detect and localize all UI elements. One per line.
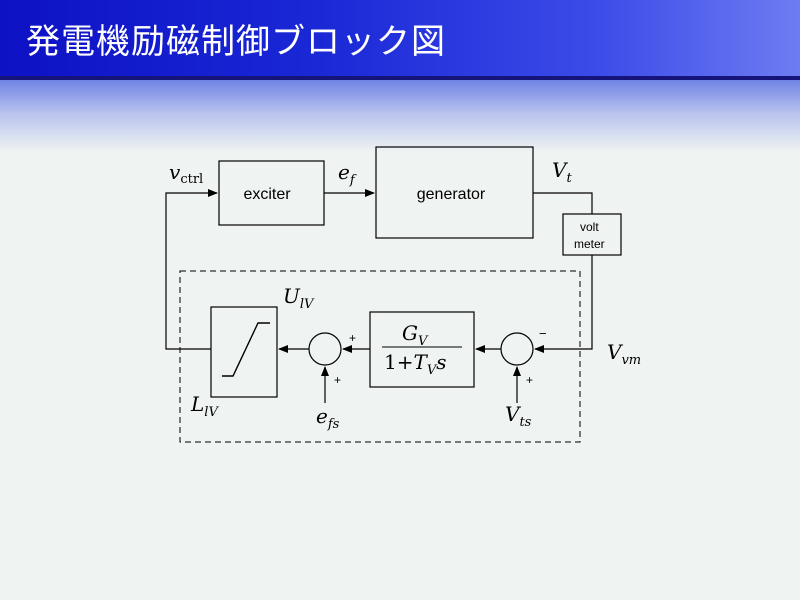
- slide-title: 発電機励磁制御ブロック図: [26, 22, 446, 62]
- label-e-f: ef: [338, 160, 357, 188]
- signal-line-vvm: [534, 255, 593, 353]
- label-v-vm: Vvm: [607, 340, 641, 368]
- transfer-numerator: GV: [402, 321, 429, 349]
- label-l-lv: LlV: [190, 392, 219, 420]
- label-e-fs: efs: [316, 404, 340, 432]
- exciter-block: exciter: [218, 160, 325, 226]
- generator-block: generator: [375, 146, 534, 239]
- transfer-function-block: GV 1+TVs: [369, 311, 475, 388]
- title-underline: [0, 76, 800, 80]
- title-bar: 発電機励磁制御ブロック図: [0, 0, 800, 80]
- voltmeter-block: volt meter: [562, 213, 622, 256]
- transfer-denominator: 1+TVs: [384, 350, 446, 378]
- sum1-sign-top: +: [349, 331, 356, 345]
- summing-junction-1: [308, 332, 342, 366]
- sum2-sign-top: −: [539, 326, 547, 341]
- sum2-sign-bottom: +: [526, 373, 533, 387]
- label-v-ctrl: vctrl: [169, 160, 203, 187]
- signal-line-vt: [533, 192, 593, 214]
- sum1-sign-bottom: +: [334, 373, 341, 387]
- label-u-lv: UlV: [283, 284, 315, 312]
- label-v-t: Vt: [552, 158, 572, 186]
- exciter-label: exciter: [243, 186, 291, 203]
- voltmeter-label-line2: meter: [574, 237, 605, 251]
- label-v-ts: Vts: [505, 402, 532, 430]
- limiter-block: [210, 306, 278, 398]
- voltmeter-label-line1: volt: [580, 220, 599, 234]
- generator-label: generator: [417, 186, 486, 203]
- summing-junction-2: [500, 332, 534, 366]
- saturation-curve: [222, 322, 270, 377]
- header-gradient: [0, 80, 800, 152]
- controller-region: [179, 270, 581, 443]
- signal-line-vctrl: [165, 189, 218, 350]
